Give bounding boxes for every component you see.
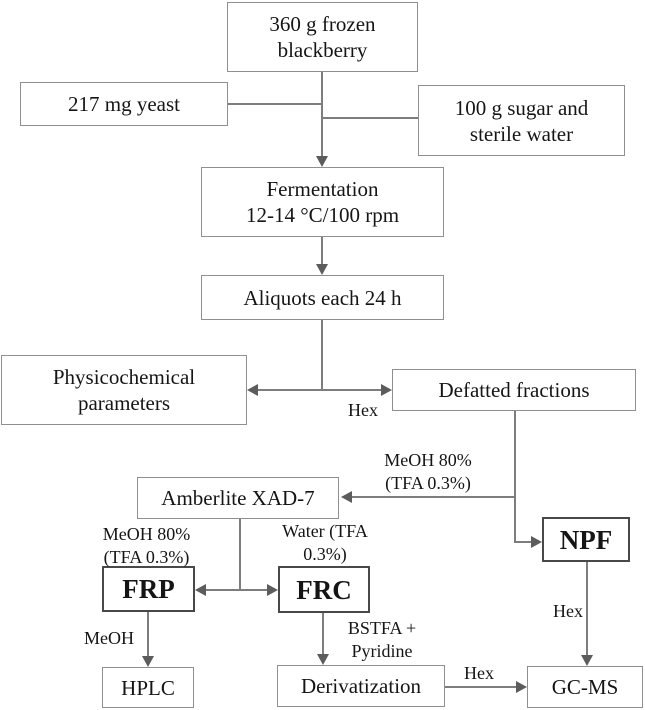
edge-npf-to-gcms	[586, 562, 588, 657]
edge-sugar-to-main	[321, 117, 418, 119]
edge-yeast-to-main	[228, 103, 323, 105]
label-meoh-to-frp-line2: (TFA 0.3%)	[103, 547, 190, 567]
arrowhead-into-gcms-from-derivatization	[516, 681, 527, 693]
edge-fermentation-to-aliquots	[321, 237, 323, 266]
label-hex-defatted-text: Hex	[348, 400, 378, 420]
node-hplc-label: HPLC	[121, 675, 175, 700]
arrowhead-into-amberlite	[341, 491, 352, 503]
node-yeast-label: 217 mg yeast	[68, 92, 180, 116]
edge-to-npf	[514, 541, 533, 543]
node-fermentation-line2: 12-14 °C/100 rpm	[245, 203, 400, 227]
label-hex-npf-to-gcms-text: Hex	[553, 601, 583, 621]
label-bstfa-line2: Pyridine	[351, 641, 413, 661]
node-fermentation-line1: Fermentation	[266, 177, 379, 201]
node-gcms-label: GC-MS	[551, 675, 619, 699]
node-frozen-blackberry-line1: 360 g frozen	[269, 12, 376, 36]
arrowhead-into-aliquots	[316, 264, 328, 275]
arrowhead-into-physicochemical	[247, 384, 258, 396]
arrowhead-into-defatted	[381, 384, 392, 396]
node-sugar-water: 100 g sugar and sterile water	[418, 85, 625, 156]
label-meoh-to-amberlite: MeOH 80% (TFA 0.3%)	[380, 449, 476, 495]
label-water-to-frc-line2: 0.3%)	[303, 544, 347, 564]
arrowhead-into-npf	[531, 536, 542, 548]
edge-derivatization-to-gcms	[445, 686, 518, 688]
node-frp: FRP	[102, 566, 195, 612]
node-gcms: GC-MS	[527, 666, 643, 708]
label-meoh-to-frp-line1: MeOH 80%	[102, 524, 191, 544]
node-sugar-water-line2: sterile water	[469, 121, 574, 146]
label-water-to-frc-line1: Water (TFA	[282, 521, 368, 541]
arrowhead-into-frp	[195, 584, 206, 596]
label-bstfa-pyridine: BSTFA + Pyridine	[339, 617, 425, 663]
node-defatted-label: Defatted fractions	[438, 378, 590, 402]
label-hex-npf-to-gcms: Hex	[550, 600, 586, 623]
label-water-to-frc: Water (TFA 0.3%)	[276, 520, 374, 566]
node-aliquots-label: Aliquots each 24 h	[243, 285, 402, 310]
edge-blackberry-to-fermentation	[321, 72, 323, 158]
node-npf-label: NPF	[559, 524, 613, 555]
label-hex-to-gcms-text: Hex	[464, 663, 494, 683]
arrowhead-into-gcms-from-npf	[581, 655, 593, 666]
label-meoh-to-hplc: MeOH	[80, 627, 138, 650]
node-derivatization-label: Derivatization	[300, 674, 422, 698]
node-frozen-blackberry-line2: blackberry	[277, 38, 368, 62]
edge-aliquots-down	[321, 320, 323, 390]
arrowhead-into-derivatization	[317, 654, 329, 665]
node-frc: FRC	[278, 566, 370, 613]
label-meoh-to-amberlite-line1: MeOH 80%	[384, 450, 472, 470]
label-meoh-to-amberlite-line2: (TFA 0.3%)	[385, 473, 471, 493]
edge-amberlite-down	[239, 519, 241, 591]
node-physicochemical-line2: parameters	[77, 391, 171, 415]
node-sugar-water-line1: 100 g sugar and	[454, 95, 589, 120]
label-hex-to-gcms: Hex	[460, 662, 498, 685]
node-amberlite-label: Amberlite XAD-7	[161, 486, 315, 510]
arrowhead-into-hplc	[142, 656, 154, 667]
node-derivatization: Derivatization	[277, 665, 445, 707]
node-aliquots: Aliquots each 24 h	[201, 275, 444, 320]
label-bstfa-line1: BSTFA +	[347, 618, 417, 638]
node-fermentation: Fermentation 12-14 °C/100 rpm	[201, 167, 444, 237]
node-frozen-blackberry: 360 g frozen blackberry	[227, 2, 418, 72]
label-hex-defatted: Hex	[344, 399, 382, 422]
node-npf: NPF	[542, 517, 630, 562]
node-physicochemical-line1: Physicochemical	[52, 365, 196, 389]
edge-defatted-down	[514, 411, 516, 543]
node-frp-label: FRP	[122, 574, 175, 604]
edge-frp-to-hplc	[147, 612, 149, 658]
edge-cross-horizontal	[256, 389, 384, 391]
node-hplc: HPLC	[102, 667, 194, 708]
edge-frp-frc-horizontal	[204, 589, 270, 591]
edge-frc-to-derivatization	[322, 613, 324, 656]
node-frc-label: FRC	[296, 574, 352, 605]
label-meoh-to-hplc-text: MeOH	[84, 628, 134, 648]
arrowhead-into-fermentation	[316, 156, 328, 167]
label-meoh-to-frp: MeOH 80% (TFA 0.3%)	[97, 523, 196, 569]
node-yeast: 217 mg yeast	[20, 82, 228, 126]
node-defatted-fractions: Defatted fractions	[392, 369, 636, 411]
arrowhead-into-frc	[267, 584, 278, 596]
node-physicochemical-parameters: Physicochemical parameters	[1, 355, 247, 425]
node-amberlite-xad7: Amberlite XAD-7	[137, 477, 339, 519]
edge-to-amberlite	[350, 496, 516, 498]
